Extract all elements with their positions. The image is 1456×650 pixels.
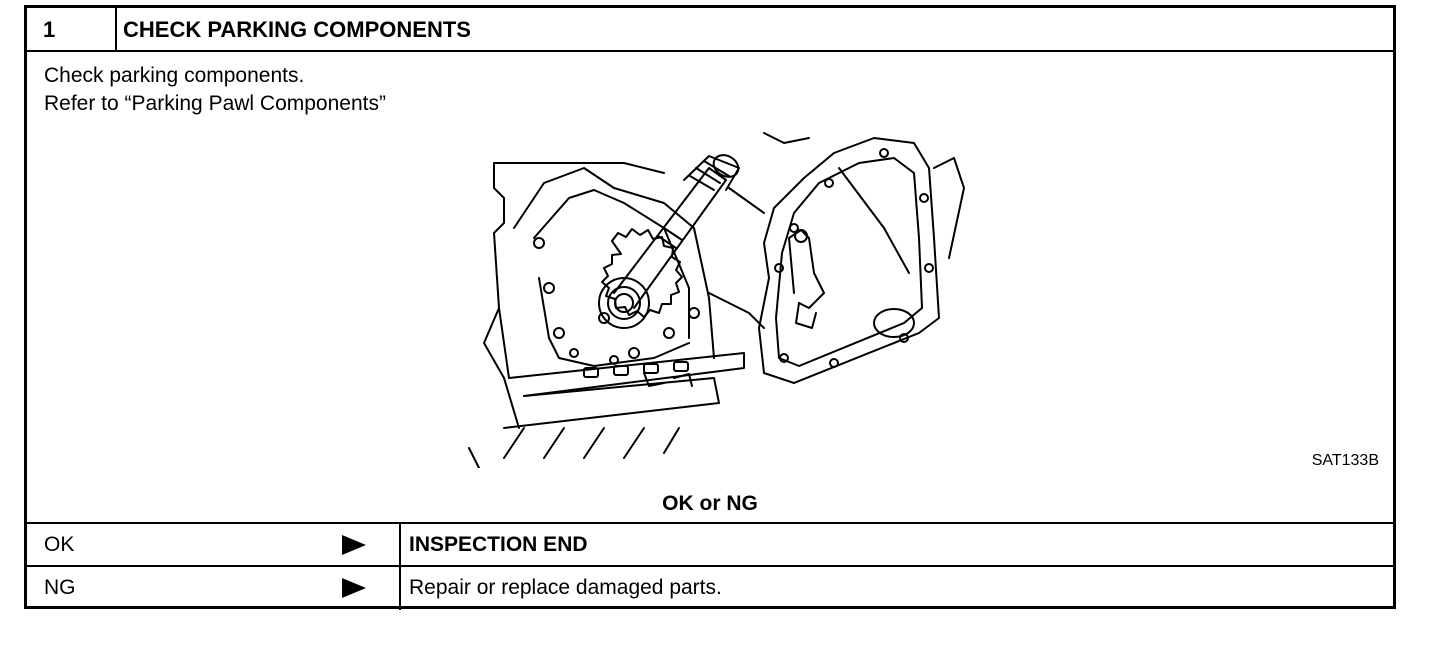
step-number: 1 [27,8,117,50]
result-action: INSPECTION END [409,533,588,556]
result-question: OK or NG [662,492,758,515]
figure-code: SAT133B [1311,452,1379,469]
inspection-step-table: 1 CHECK PARKING COMPONENTS Check parking… [24,5,1396,610]
parking-components-illustration [468,132,965,468]
result-row-ok: OK INSPECTION END [27,524,1393,567]
arrow-right-icon [342,578,366,598]
instruction-line: Check parking components. [44,64,305,87]
instruction-line: Refer to “Parking Pawl Components” [44,92,386,115]
step-title: CHECK PARKING COMPONENTS [123,17,471,42]
step-header: 1 CHECK PARKING COMPONENTS [27,8,1393,52]
result-row-ng: NG Repair or replace damaged parts. [27,567,1393,610]
column-divider [399,524,401,565]
column-divider [399,567,401,610]
result-key: OK [44,533,75,556]
step-body: Check parking components. Refer to “Park… [27,52,1393,524]
result-action: Repair or replace damaged parts. [409,576,722,599]
arrow-right-icon [342,535,366,555]
result-key: NG [44,576,76,599]
instructions: Check parking components. Refer to “Park… [44,62,386,118]
